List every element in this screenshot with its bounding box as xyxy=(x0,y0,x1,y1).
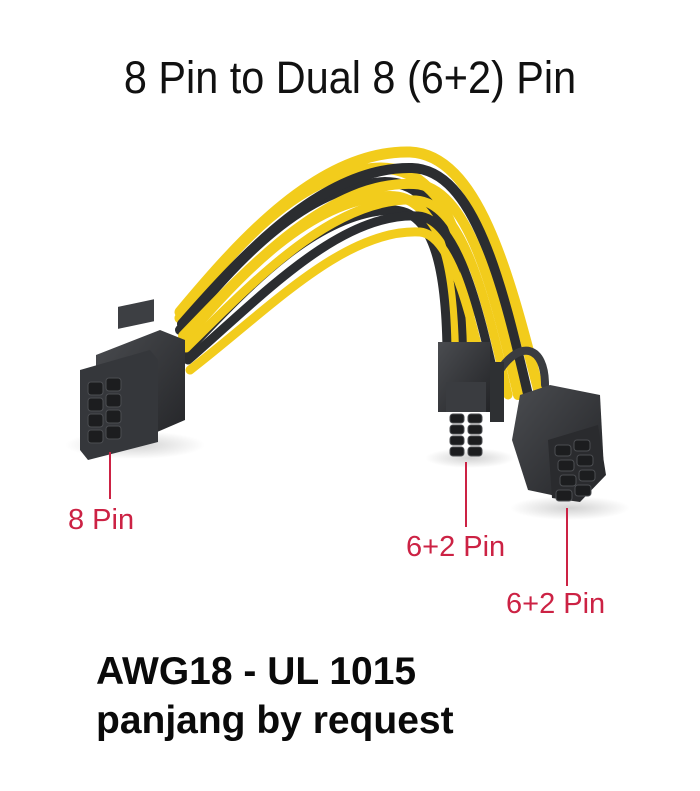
label-6plus2-pin-2: 6+2 Pin xyxy=(506,588,606,620)
6plus2-pin-connector-1 xyxy=(438,342,504,457)
spec-length-note: panjang by request xyxy=(96,699,454,742)
page-title: 8 Pin to Dual 8 (6+2) Pin xyxy=(123,52,577,103)
label-6plus2-pin-1: 6+2 Pin xyxy=(406,531,506,563)
label-8-pin: 8 Pin xyxy=(68,504,135,536)
8-pin-connector xyxy=(80,299,185,460)
6plus2-pin-connector-2 xyxy=(512,385,606,502)
spec-wire-gauge: AWG18 - UL 1015 xyxy=(96,650,417,693)
cable-bundle xyxy=(174,146,549,401)
